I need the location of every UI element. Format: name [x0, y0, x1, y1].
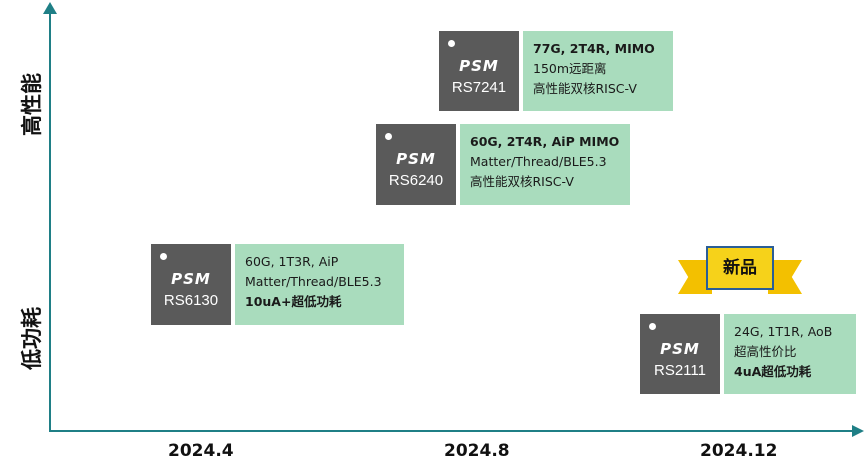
desc-rs6130: 60G, 1T3R, AiP Matter/Thread/BLE5.3 10uA…	[235, 244, 404, 325]
chip-logo: PSM	[660, 340, 700, 358]
chip-logo: PSM	[171, 270, 211, 288]
chip-model: RS6130	[163, 292, 219, 309]
desc-line: 150m远距离	[533, 61, 607, 76]
x-tick-1: 2024.4	[168, 441, 234, 461]
desc-rs2111: 24G, 1T1R, AoB 超高性价比 4uA超低功耗	[724, 314, 856, 394]
badge-label: 新品	[723, 258, 757, 278]
pin1-dot-icon	[649, 323, 656, 330]
y-label-high: 高性能	[20, 73, 44, 136]
chip-rs7241: PSM RS7241	[439, 31, 519, 111]
badge-label-box: 新品	[706, 246, 774, 290]
desc-line: 超高性价比	[734, 344, 797, 359]
x-axis-arrow-icon	[852, 425, 864, 437]
desc-rs6240: 60G, 2T4R, AiP MIMO Matter/Thread/BLE5.3…	[460, 124, 630, 205]
pin1-dot-icon	[385, 133, 392, 140]
chip-rs2111: PSM RS2111	[640, 314, 720, 394]
y-axis	[49, 12, 51, 432]
new-badge: 新品	[676, 246, 804, 300]
desc-line: 60G, 1T3R, AiP	[245, 254, 339, 269]
pin1-dot-icon	[448, 40, 455, 47]
desc-line: 24G, 1T1R, AoB	[734, 324, 833, 339]
chip-rs6130: PSM RS6130	[151, 244, 231, 325]
chip-logo: PSM	[459, 57, 499, 75]
y-axis-arrow-icon	[43, 2, 57, 14]
y-label-low: 低功耗	[20, 307, 44, 370]
desc-line: 高性能双核RISC-V	[470, 174, 574, 189]
x-tick-2: 2024.8	[444, 441, 510, 461]
desc-line: Matter/Thread/BLE5.3	[245, 274, 382, 289]
desc-line: 高性能双核RISC-V	[533, 81, 637, 96]
desc-rs7241: 77G, 2T4R, MIMO 150m远距离 高性能双核RISC-V	[523, 31, 673, 111]
pin1-dot-icon	[160, 253, 167, 260]
x-axis	[49, 430, 855, 432]
chip-model: RS2111	[654, 362, 706, 379]
desc-line: 10uA+超低功耗	[245, 294, 342, 309]
x-tick-3: 2024.12	[700, 441, 778, 461]
desc-line: 4uA超低功耗	[734, 364, 812, 379]
chip-logo: PSM	[396, 150, 436, 168]
desc-line: 77G, 2T4R, MIMO	[533, 41, 655, 56]
chip-rs6240: PSM RS6240	[376, 124, 456, 205]
chip-model: RS6240	[388, 172, 444, 189]
desc-line: Matter/Thread/BLE5.3	[470, 154, 607, 169]
chip-model: RS7241	[451, 79, 507, 96]
desc-line: 60G, 2T4R, AiP MIMO	[470, 134, 620, 149]
